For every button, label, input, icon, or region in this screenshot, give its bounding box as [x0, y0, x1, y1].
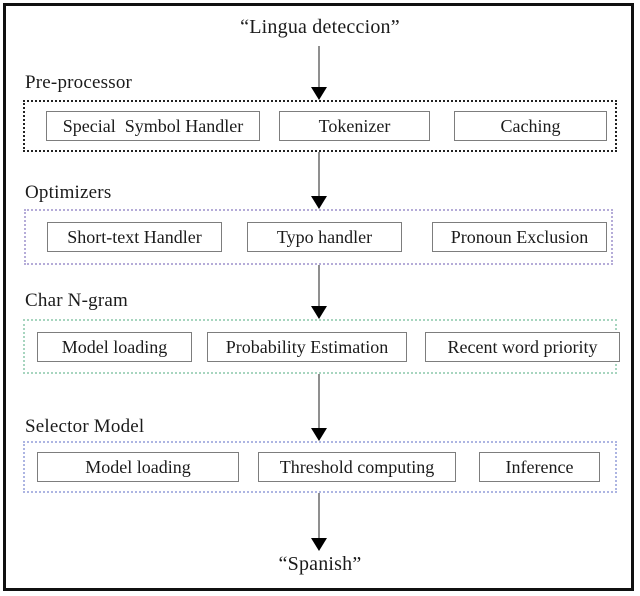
arrow-head-icon	[311, 428, 327, 441]
stage-box-inference: Inference	[479, 452, 600, 482]
arrow-head-icon	[311, 538, 327, 551]
stage-box-probability-estimation: Probability Estimation	[207, 331, 407, 362]
flow-arrow-1	[311, 46, 327, 100]
flow-arrow-5	[311, 493, 327, 551]
section-container-optimizers: Short-text Handler Typo handler Pronoun …	[24, 209, 613, 265]
arrow-shaft	[318, 374, 320, 428]
output-text: “Spanish”	[278, 553, 362, 575]
section-label-optimizers: Optimizers	[25, 182, 112, 203]
section-label-selector-model: Selector Model	[25, 416, 145, 437]
stage-box-model-loading-ngram: Model loading	[37, 331, 192, 362]
arrow-shaft	[318, 493, 320, 538]
flow-arrow-4	[311, 374, 327, 441]
stage-box-special-symbol-handler: Special Symbol Handler	[46, 111, 260, 141]
section-container-pre-processor: Special Symbol Handler Tokenizer Caching	[23, 100, 617, 152]
stage-box-caching: Caching	[454, 111, 607, 141]
input-text: “Lingua deteccion”	[240, 16, 400, 38]
arrow-head-icon	[311, 306, 327, 319]
stage-box-threshold-computing: Threshold computing	[258, 452, 456, 482]
arrow-shaft	[318, 152, 320, 196]
stage-box-recent-word-priority: Recent word priority	[425, 331, 620, 362]
stage-box-short-text-handler: Short-text Handler	[47, 222, 222, 252]
section-container-char-n-gram: Model loading Probability Estimation Rec…	[23, 319, 620, 374]
section-label-pre-processor: Pre-processor	[25, 72, 133, 93]
flow-arrow-3	[311, 265, 327, 319]
stage-box-tokenizer: Tokenizer	[279, 111, 430, 141]
stage-box-typo-handler: Typo handler	[247, 222, 402, 252]
stage-box-model-loading-selector: Model loading	[37, 452, 239, 482]
stage-box-pronoun-exclusion: Pronoun Exclusion	[432, 222, 607, 252]
flow-arrow-2	[311, 152, 327, 209]
arrow-shaft	[318, 265, 320, 306]
section-label-char-n-gram: Char N-gram	[25, 290, 128, 311]
section-container-selector-model: Model loading Threshold computing Infere…	[23, 441, 617, 493]
arrow-head-icon	[311, 87, 327, 100]
arrow-head-icon	[311, 196, 327, 209]
arrow-shaft	[318, 46, 320, 87]
